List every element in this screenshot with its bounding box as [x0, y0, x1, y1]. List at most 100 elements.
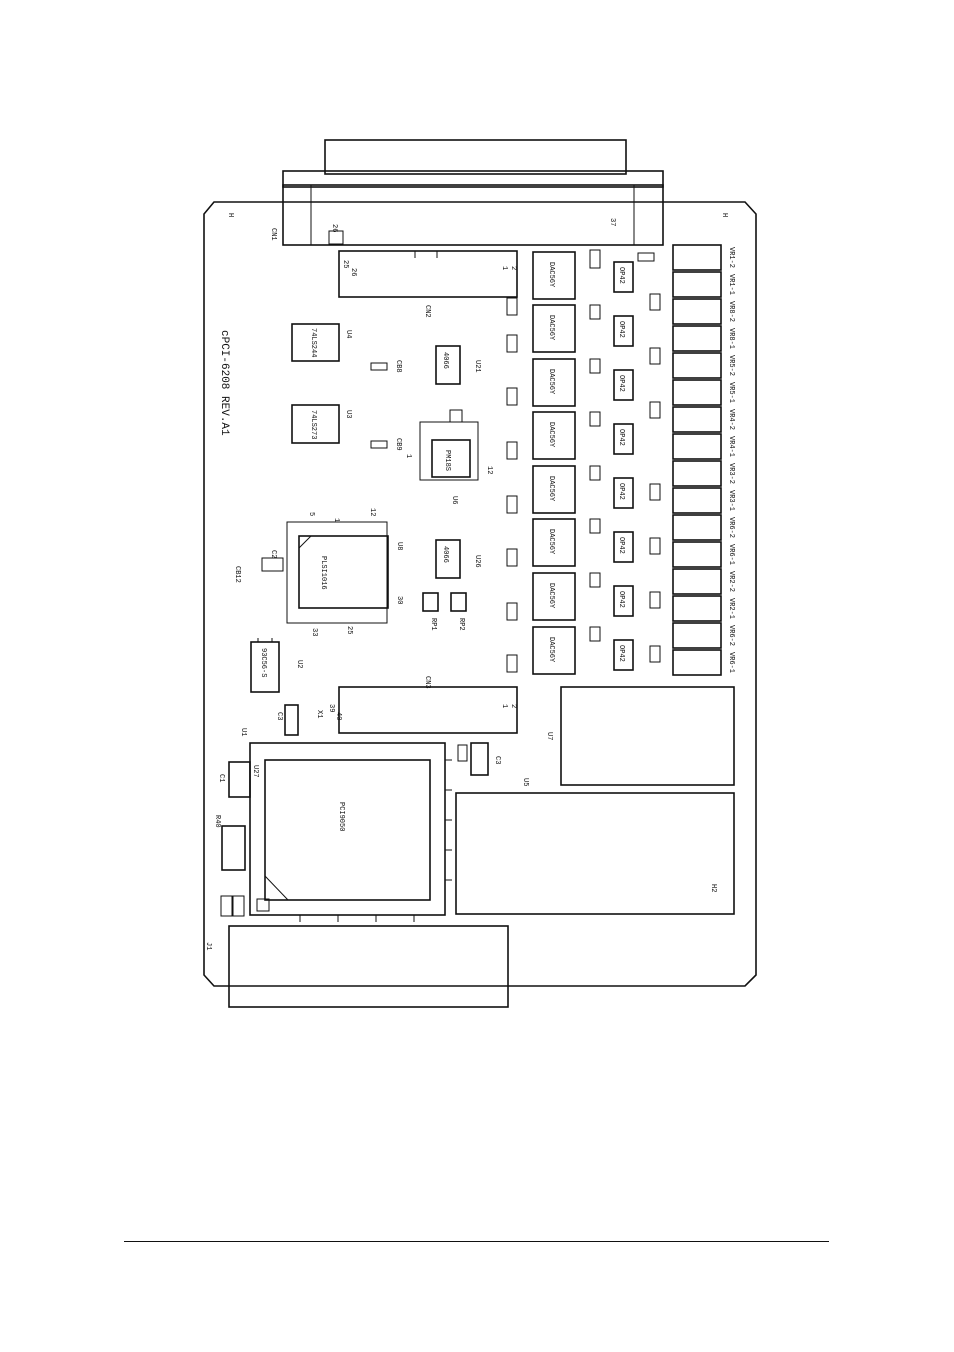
- svg-text:1: 1: [332, 518, 340, 522]
- u1-pin-ticks: [299, 759, 452, 922]
- svg-text:33: 33: [310, 628, 318, 636]
- svg-text:RP2: RP2: [457, 618, 465, 631]
- svg-text:40: 40: [334, 712, 342, 720]
- chip-u8: PLSI1016 U8 1 5 12 25 33 30: [286, 508, 403, 636]
- svg-text:2: 2: [509, 704, 517, 708]
- svg-text:CB9: CB9: [394, 438, 402, 451]
- cn1-pin-right: 37: [608, 218, 616, 226]
- cn2-header: 1 2 25 26 CN2: [338, 250, 518, 318]
- svg-text:VR1-1: VR1-1: [727, 274, 735, 295]
- svg-text:CN3: CN3: [423, 676, 431, 689]
- svg-text:DAC56Y: DAC56Y: [547, 583, 555, 609]
- vr-column: VR1-2 VR1-1 VR8-2 VR8-1 VR5-2 VR5-1 VR4-…: [672, 244, 735, 676]
- cn3-header: CN3 1 2 39 40: [327, 676, 518, 734]
- opamp-column: OP42 OP42 OP42 OP42 OP42 OP42 OP42 OP42: [589, 249, 661, 671]
- cn1-label: CN1: [269, 228, 277, 241]
- svg-text:CB8: CB8: [394, 360, 402, 373]
- svg-text:X1: X1: [315, 710, 323, 718]
- svg-text:1: 1: [500, 704, 508, 708]
- svg-text:U7: U7: [545, 732, 553, 740]
- chip-u26: 4066 U26: [435, 539, 481, 579]
- svg-text:C2: C2: [269, 550, 277, 558]
- svg-text:OP42: OP42: [617, 645, 625, 662]
- top-connector: 26 37 CN1 H H: [226, 139, 728, 246]
- svg-text:VR8-1: VR8-1: [727, 328, 735, 349]
- chip-u4: 74LS244 U4: [291, 323, 352, 362]
- svg-text:CB12: CB12: [233, 566, 241, 583]
- svg-text:VR8-2: VR8-2: [727, 301, 735, 322]
- svg-text:VR6-2: VR6-2: [727, 517, 735, 538]
- svg-text:PCI9050: PCI9050: [337, 802, 345, 831]
- cap-column: [506, 297, 518, 673]
- chip-u2: 93C56-S U2: [250, 638, 303, 693]
- chip-u5: [455, 792, 735, 915]
- svg-text:VR2-1: VR2-1: [727, 598, 735, 619]
- svg-text:U27: U27: [251, 765, 259, 778]
- svg-text:VR4-1: VR4-1: [727, 436, 735, 457]
- svg-text:DAC56Y: DAC56Y: [547, 369, 555, 395]
- svg-text:U3: U3: [344, 410, 352, 418]
- svg-text:U8: U8: [395, 542, 403, 550]
- svg-text:DAC56Y: DAC56Y: [547, 422, 555, 448]
- cn2-label: CN2: [423, 305, 431, 318]
- svg-text:VR5-1: VR5-1: [727, 382, 735, 403]
- svg-text:VR3-1: VR3-1: [727, 490, 735, 511]
- svg-text:OP42: OP42: [617, 591, 625, 608]
- svg-text:PLSI1016: PLSI1016: [319, 556, 327, 590]
- board-corner-mark-right: H: [720, 213, 728, 217]
- bottom-connector: J1: [204, 925, 509, 1008]
- svg-text:5: 5: [307, 512, 315, 516]
- chip-u6: PM18S U6 1 12: [404, 409, 493, 504]
- svg-text:DAC56Y: DAC56Y: [547, 262, 555, 288]
- board-corner-mark: H: [226, 213, 234, 217]
- svg-text:U5: U5: [521, 778, 529, 786]
- board-outline: [203, 201, 757, 987]
- svg-text:R40: R40: [213, 815, 221, 828]
- svg-text:25: 25: [345, 626, 353, 634]
- svg-text:VR5-2: VR5-2: [727, 355, 735, 376]
- svg-text:12: 12: [368, 508, 376, 516]
- svg-text:J1: J1: [204, 942, 212, 950]
- svg-text:93C56-S: 93C56-S: [259, 648, 267, 677]
- chip-u1: PCI9050 U1: [239, 728, 446, 916]
- svg-text:39: 39: [327, 704, 335, 712]
- cn1-pin-left: 26: [330, 224, 338, 232]
- svg-text:RP1: RP1: [429, 618, 437, 631]
- svg-text:H2: H2: [709, 884, 717, 892]
- svg-text:U1: U1: [239, 728, 247, 736]
- svg-text:30: 30: [395, 596, 403, 604]
- svg-text:VR4-2: VR4-2: [727, 409, 735, 430]
- svg-text:4066: 4066: [441, 352, 449, 369]
- svg-text:2: 2: [509, 266, 517, 270]
- svg-text:U6: U6: [450, 496, 458, 504]
- svg-text:VR2-2: VR2-2: [727, 571, 735, 592]
- svg-text:1: 1: [500, 266, 508, 270]
- svg-text:25: 25: [341, 260, 349, 268]
- svg-text:OP42: OP42: [617, 321, 625, 338]
- chip-u21: 4066 U21: [435, 345, 481, 385]
- chip-u3: 74LS273 U3: [291, 404, 352, 444]
- svg-text:OP42: OP42: [617, 375, 625, 392]
- svg-text:U2: U2: [295, 660, 303, 668]
- svg-text:1: 1: [404, 454, 412, 458]
- svg-text:C1: C1: [217, 774, 225, 782]
- chip-u7: [560, 686, 735, 786]
- svg-text:OP42: OP42: [617, 483, 625, 500]
- svg-text:OP42: OP42: [617, 537, 625, 554]
- dac-column: DAC56Y DAC56Y DAC56Y DAC56Y DAC56Y DAC56…: [532, 251, 576, 675]
- svg-text:DAC56Y: DAC56Y: [547, 529, 555, 555]
- svg-text:U4: U4: [344, 330, 352, 338]
- svg-text:74LS244: 74LS244: [309, 328, 317, 357]
- board-title: cPCI-6208 REV.A1: [218, 330, 230, 436]
- svg-text:PM18S: PM18S: [443, 450, 451, 471]
- svg-text:DAC56Y: DAC56Y: [547, 637, 555, 663]
- svg-text:VR3-2: VR3-2: [727, 463, 735, 484]
- svg-text:VR6-1: VR6-1: [727, 652, 735, 673]
- svg-text:C3: C3: [493, 756, 501, 764]
- svg-text:12: 12: [485, 466, 493, 474]
- svg-text:OP42: OP42: [617, 267, 625, 284]
- svg-text:C3: C3: [275, 712, 283, 720]
- footer-rule: [124, 1241, 829, 1242]
- svg-text:4066: 4066: [441, 546, 449, 563]
